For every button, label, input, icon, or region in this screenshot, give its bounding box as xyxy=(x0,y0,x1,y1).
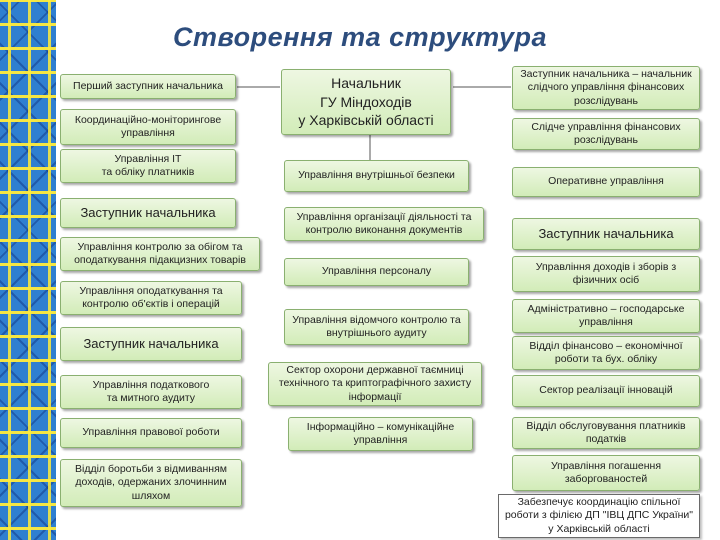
ukrainian-ornament-border xyxy=(0,0,56,540)
right-box-5: Управління доходів і зборів з фізичних о… xyxy=(512,256,700,292)
right-box-10: Управління погашення заборгованостей xyxy=(512,455,700,491)
right-box-4: Заступник начальника xyxy=(512,218,700,250)
page-title: Створення та структура xyxy=(172,22,548,52)
left-box-4: Заступник начальника xyxy=(60,198,236,228)
center-box-1: Управління внутрішньої безпеки xyxy=(284,160,469,192)
left-box-7: Заступник начальника xyxy=(60,327,242,361)
left-box-3: Управління ІТ та обліку платників xyxy=(60,149,236,183)
center-box-4: Управління відомчого контролю та внутріш… xyxy=(284,309,469,345)
right-box-2: Слідче управління фінансових розслідуван… xyxy=(512,118,700,150)
left-box-10: Відділ боротьби з відмиванням доходів, о… xyxy=(60,459,242,507)
right-box-6: Адміністративно – господарське управлінн… xyxy=(512,299,700,333)
center-box-3: Управління персоналу xyxy=(284,258,469,286)
center-box-5: Сектор охорони державної таємниці техніч… xyxy=(268,362,482,406)
left-box-2: Координаційно-моніторингове управління xyxy=(60,109,236,145)
right-box-1: Заступник начальника – начальник слідчог… xyxy=(512,66,700,110)
left-box-9: Управління правової роботи xyxy=(60,418,242,448)
right-box-3: Оперативне управління xyxy=(512,167,700,197)
head-box: Начальник ГУ Міндоходів у Харківській об… xyxy=(281,69,451,135)
left-box-8: Управління податкового та митного аудиту xyxy=(60,375,242,409)
right-box-7: Відділ фінансово – економічної роботи та… xyxy=(512,336,700,370)
left-box-1: Перший заступник начальника xyxy=(60,74,236,99)
center-box-6: Інформаційно – комунікаційне управління xyxy=(288,417,473,451)
right-box-9: Відділ обслуговування платників податків xyxy=(512,417,700,449)
coordination-note: Забезпечує координацію спільної роботи з… xyxy=(498,494,700,538)
left-box-6: Управління оподаткування та контролю об'… xyxy=(60,281,242,315)
left-box-5: Управління контролю за обігом та оподатк… xyxy=(60,237,260,271)
center-box-2: Управління організації діяльності та кон… xyxy=(284,207,484,241)
right-box-8: Сектор реалізації інновацій xyxy=(512,375,700,407)
